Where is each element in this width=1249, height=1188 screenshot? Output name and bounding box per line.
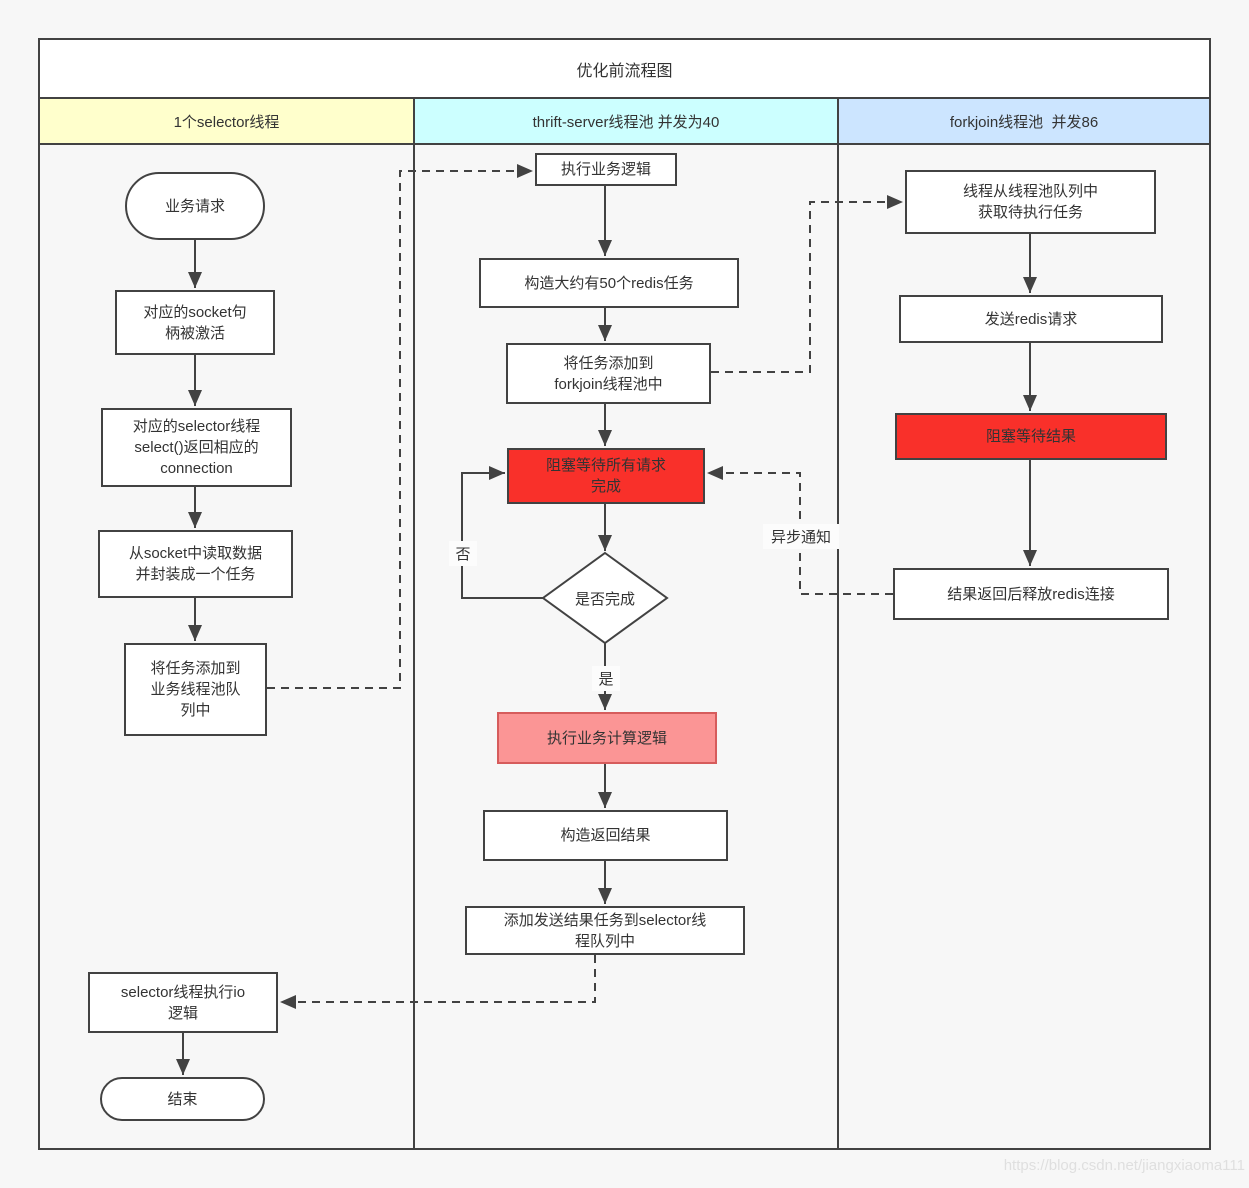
node-decision-is-done: 是否完成 [574,590,635,608]
lane-header-thrift-server: thrift-server线程池 并发为40 [413,97,839,145]
node-add-to-forkjoin: 将任务添加到 forkjoin线程池中 [506,343,711,404]
lane-header-forkjoin: forkjoin线程池 并发86 [837,97,1211,145]
node-end: 结束 [100,1077,265,1121]
node-fetch-task: 线程从线程池队列中 获取待执行任务 [905,170,1156,234]
node-block-wait-result: 阻塞等待结果 [895,413,1167,460]
edge-addresult-to-io-dashed [280,955,596,1009]
edge-forkjoin-to-fetch-dashed [711,195,903,373]
node-socket-activated: 对应的socket句 柄被激活 [115,290,275,355]
watermark-url: https://blog.csdn.net/jiangxiaoma111 [1003,1157,1245,1174]
lane-header-thrift-server-label: thrift-server线程池 并发为40 [532,113,720,131]
node-exec-compute: 执行业务计算逻辑 [497,712,717,764]
node-release-redis: 结果返回后释放redis连接 [893,568,1169,620]
diagram-title-text: 优化前流程图 [576,62,673,80]
edge-label-yes: 是 [592,666,620,691]
lane-header-forkjoin-label: forkjoin线程池 并发86 [949,113,1099,131]
node-start-business-request: 业务请求 [125,172,265,240]
edge-label-no: 否 [449,541,477,566]
node-block-wait-all: 阻塞等待所有请求 完成 [507,448,705,504]
node-exec-logic: 执行业务逻辑 [535,153,677,186]
edge-addqueue-to-exec-dashed [267,164,533,689]
node-build-result: 构造返回结果 [483,810,728,861]
node-selector-select: 对应的selector线程 select()返回相应的 connection [101,408,292,487]
edge-label-async-notify: 异步通知 [763,524,839,549]
edge-release-to-blockwait-dashed [707,466,893,595]
node-build-redis-tasks: 构造大约有50个redis任务 [479,258,739,308]
node-add-task-queue: 将任务添加到 业务线程池队 列中 [124,643,267,736]
node-read-socket: 从socket中读取数据 并封装成一个任务 [98,530,293,598]
lane-header-selector-label: 1个selector线程 [173,113,280,131]
decision-diamond-shape [541,551,669,645]
node-selector-io: selector线程执行io 逻辑 [88,972,278,1033]
edge-decision-no-loop [461,466,543,599]
node-add-result-task: 添加发送结果任务到selector线 程队列中 [465,906,745,955]
node-send-redis: 发送redis请求 [899,295,1163,343]
